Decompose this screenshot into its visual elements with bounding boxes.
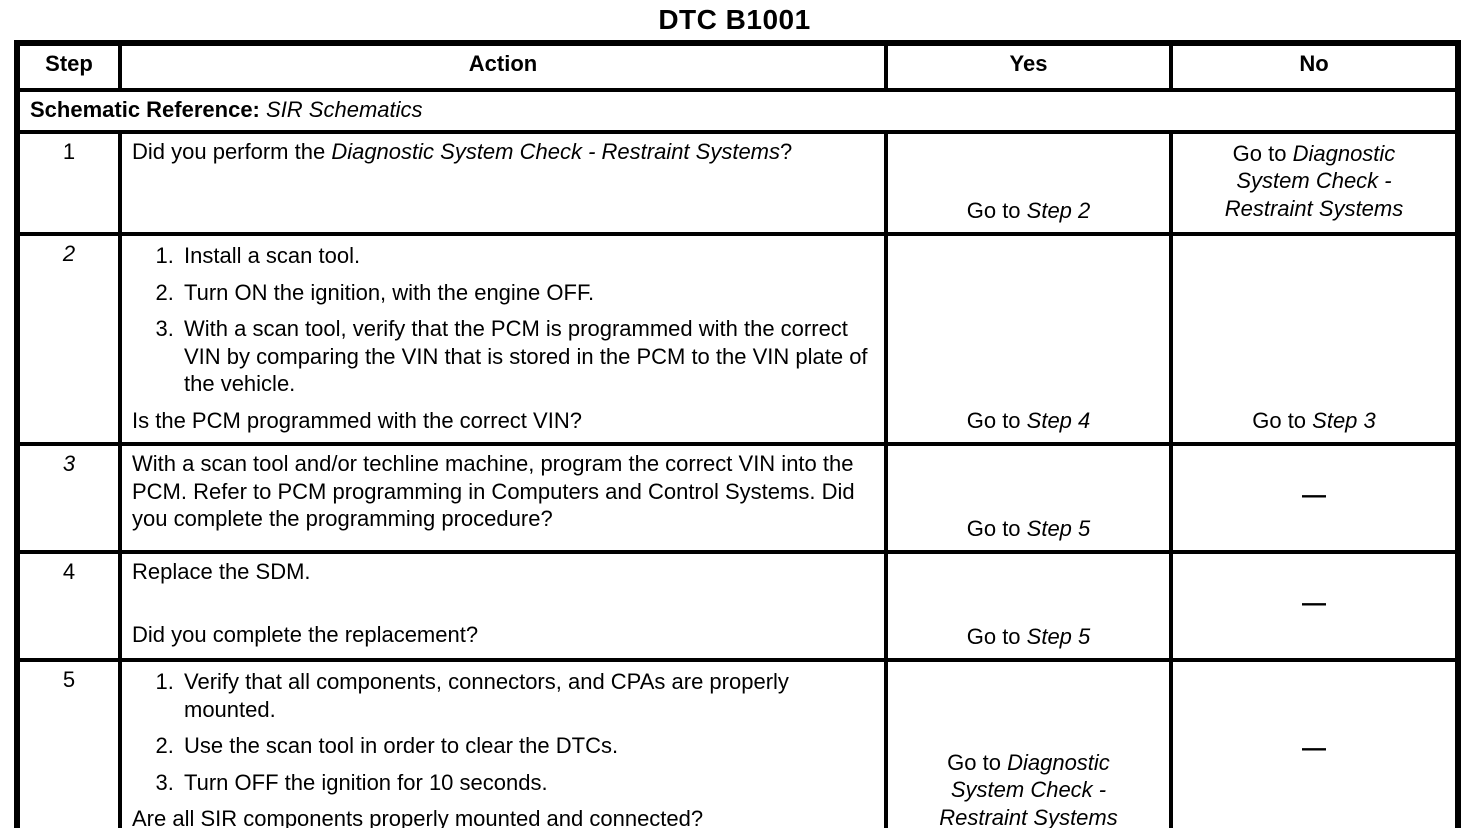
yes-instruction: Go to Step 5 (967, 623, 1091, 651)
no-reference: Step 3 (1312, 407, 1376, 433)
no-cell: Go to Step 3 (1169, 232, 1460, 446)
yes-reference: Step 4 (1026, 407, 1091, 433)
table-row-step-1: 1 Did you perform the Diagnostic System … (15, 130, 1460, 236)
column-header-action: Action (118, 41, 888, 92)
no-cell: — (1169, 658, 1460, 828)
no-cell: — (1169, 442, 1460, 554)
dtc-diagnostic-table: Step Action Yes No Schematic Reference: … (14, 40, 1461, 828)
yes-go-to-text: Go to (966, 197, 1027, 223)
column-header-no: No (1169, 41, 1460, 92)
yes-cell: Go to Step 2 (884, 130, 1173, 236)
column-header-step: Step (15, 41, 122, 92)
action-cell: Verify that all components, connectors, … (118, 658, 888, 828)
no-dash: — (1302, 482, 1326, 509)
yes-instruction: Go to Step 4 (967, 407, 1091, 435)
yes-go-to-text: Go to (966, 407, 1027, 433)
yes-cell: Go to Step 5 (884, 442, 1173, 554)
action-substep: With a scan tool, verify that the PCM is… (180, 315, 874, 398)
no-dash: — (1302, 734, 1326, 762)
step-number: 5 (15, 658, 122, 828)
yes-instruction: Go to Step 5 (967, 515, 1091, 543)
action-substep: Use the scan tool in order to clear the … (180, 732, 874, 760)
schematic-reference-value: SIR Schematics (266, 97, 423, 122)
table-header-row: Step Action Yes No (15, 41, 1460, 92)
action-question: Did you perform the Diagnostic System Ch… (132, 138, 874, 168)
action-cell: Replace the SDM. Did you complete the re… (118, 550, 888, 662)
yes-reference: Step 2 (1026, 197, 1091, 223)
yes-go-to-text: Go to (966, 515, 1027, 541)
action-cell: Install a scan tool. Turn ON the ignitio… (118, 232, 888, 446)
yes-go-to-text: Go to (947, 749, 1008, 775)
schematic-reference-label: Schematic Reference: (30, 97, 260, 122)
step-number: 4 (15, 550, 122, 662)
no-cell: — (1169, 550, 1460, 662)
column-header-yes: Yes (884, 41, 1173, 92)
action-text: With a scan tool and/or techline machine… (132, 451, 855, 531)
action-substep: Turn ON the ignition, with the engine OF… (180, 279, 874, 307)
action-question: Are all SIR components properly mounted … (132, 806, 704, 828)
table-row-step-4: 4 Replace the SDM. Did you complete the … (15, 550, 1460, 662)
step-number: 2 (15, 232, 122, 446)
no-instruction: Go to Step 3 (1252, 407, 1376, 435)
no-cell: Go to Diagnostic System Check - Restrain… (1169, 130, 1460, 236)
yes-instruction: Go to Step 2 (967, 197, 1091, 225)
no-go-to-text: Go to (1252, 407, 1313, 433)
table-row-step-3: 3 With a scan tool and/or techline machi… (15, 442, 1460, 554)
action-substep: Install a scan tool. (180, 242, 874, 270)
yes-cell: Go to Diagnostic System Check - Restrain… (884, 658, 1173, 828)
page-title: DTC B1001 (658, 4, 811, 35)
no-go-to-text: Go to (1232, 140, 1293, 166)
action-substeps-list: Verify that all components, connectors, … (132, 668, 874, 805)
action-question-suffix: ? (780, 139, 793, 164)
action-question: Did you complete the replacement? (132, 621, 479, 647)
action-cell: With a scan tool and/or techline machine… (118, 442, 888, 554)
no-dash: — (1302, 590, 1326, 617)
action-text: Replace the SDM. (132, 559, 311, 584)
schematic-reference-cell: Schematic Reference: SIR Schematics (15, 88, 1460, 134)
action-question-prefix: Did you perform the (132, 139, 332, 164)
yes-reference: Diagnostic System Check - Restraint Syst… (939, 749, 1118, 828)
action-cell: Did you perform the Diagnostic System Ch… (118, 130, 888, 236)
no-instruction: Go to Diagnostic System Check - Restrain… (1212, 140, 1417, 223)
yes-cell: Go to Step 4 (884, 232, 1173, 446)
action-substeps-list: Install a scan tool. Turn ON the ignitio… (132, 242, 874, 407)
action-question: Is the PCM programmed with the correct V… (132, 407, 582, 433)
action-substep: Verify that all components, connectors, … (180, 668, 874, 723)
yes-cell: Go to Step 5 (884, 550, 1173, 662)
no-reference: Diagnostic System Check - Restraint Syst… (1224, 140, 1404, 221)
yes-reference: Step 5 (1026, 623, 1091, 649)
schematic-reference-row: Schematic Reference: SIR Schematics (15, 88, 1460, 134)
action-substep: Turn OFF the ignition for 10 seconds. (180, 769, 874, 797)
table-row-step-2: 2 Install a scan tool. Turn ON the ignit… (15, 232, 1460, 446)
step-number: 1 (15, 130, 122, 236)
yes-instruction: Go to Diagnostic System Check - Restrain… (926, 749, 1131, 828)
step-number: 3 (15, 442, 122, 554)
table-row-step-5: 5 Verify that all components, connectors… (15, 658, 1460, 828)
yes-reference: Step 5 (1026, 515, 1091, 541)
yes-go-to-text: Go to (966, 623, 1027, 649)
action-question-reference: Diagnostic System Check - Restraint Syst… (331, 139, 781, 164)
